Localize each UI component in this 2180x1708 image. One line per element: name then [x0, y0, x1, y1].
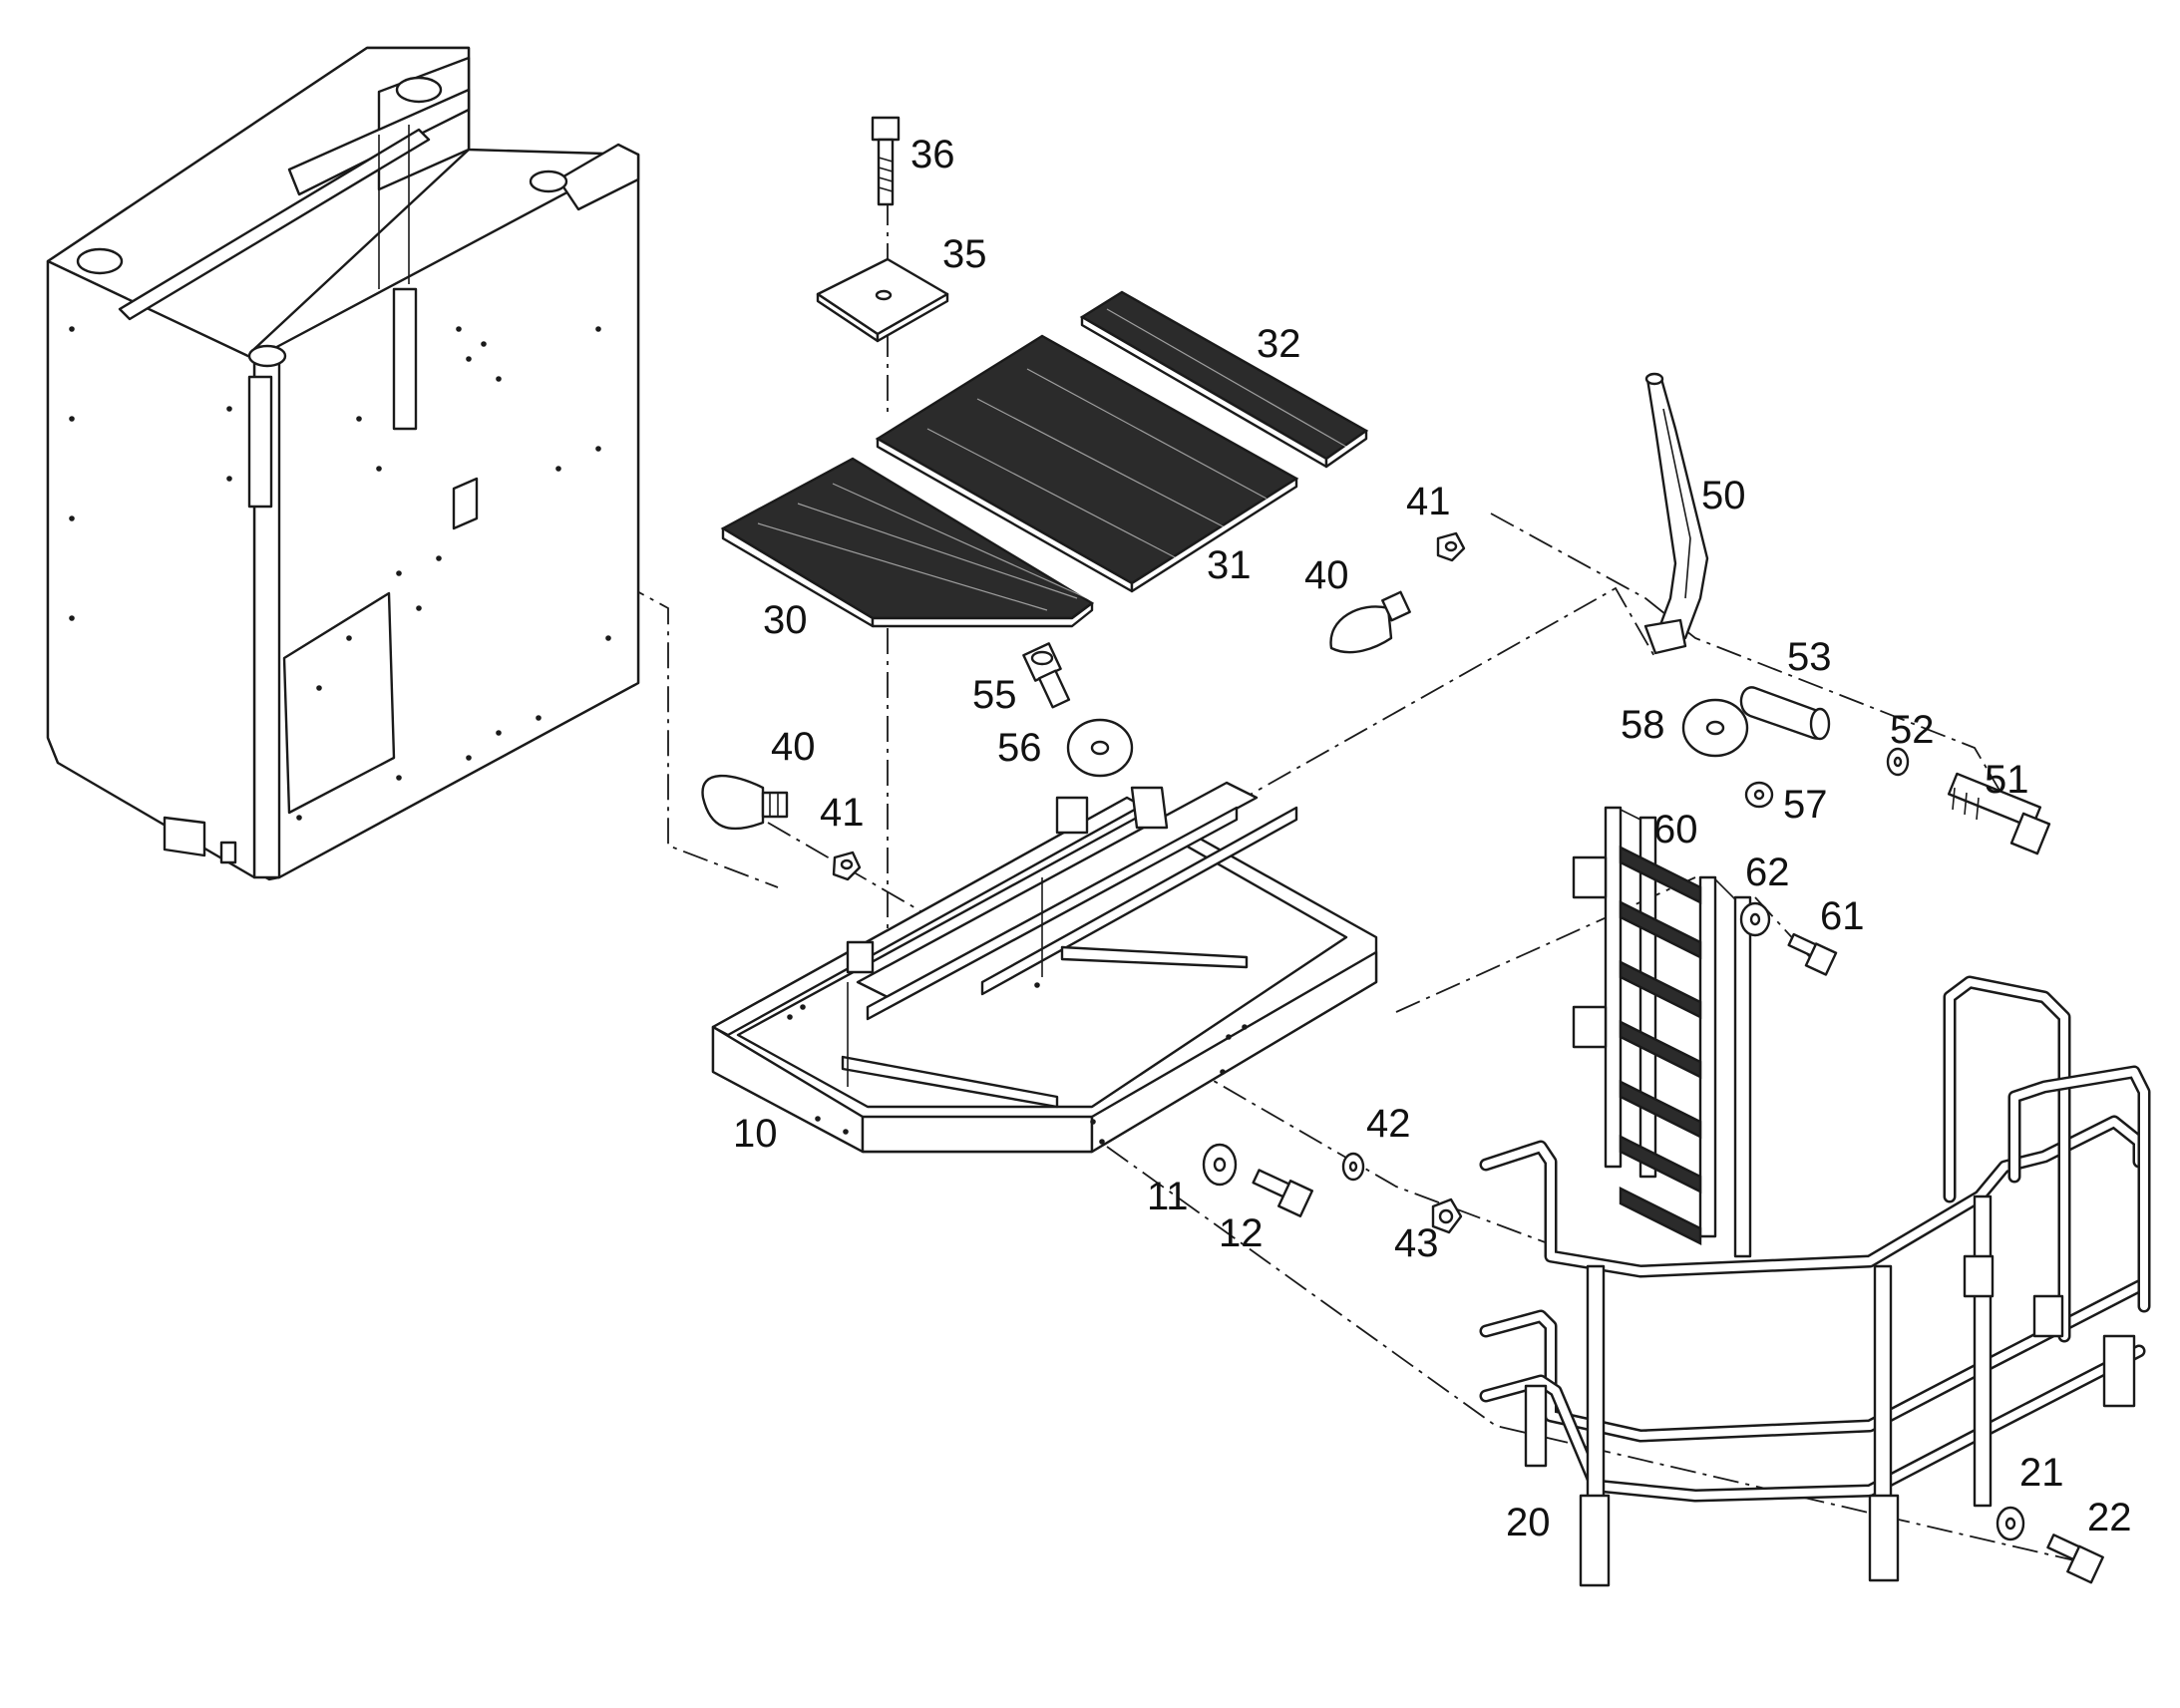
- nut-41-left: [832, 851, 862, 881]
- bolt-36: [871, 116, 901, 206]
- nut-41-right: [1436, 531, 1466, 562]
- callout-52: 52: [1890, 708, 1935, 752]
- callout-20: 20: [1506, 1501, 1551, 1544]
- washer-11: [1202, 1143, 1238, 1187]
- callout-41-right: 41: [1406, 480, 1451, 523]
- washer-21: [1996, 1506, 2025, 1541]
- callout-60: 60: [1653, 808, 1698, 852]
- callout-11: 11: [1147, 1175, 1189, 1218]
- callout-43: 43: [1394, 1221, 1439, 1265]
- sleeve-53: [1739, 686, 1831, 741]
- bolt-22: [2046, 1534, 2104, 1584]
- callout-31: 31: [1207, 543, 1252, 587]
- bolt-51: [1947, 772, 2051, 855]
- guard-rail-20: [1479, 975, 2151, 1587]
- cab-rivet-dots: [69, 326, 611, 821]
- ladder-60: [1572, 806, 1752, 1258]
- callout-10: 10: [733, 1112, 778, 1156]
- callout-57: 57: [1783, 783, 1828, 827]
- nut-43: [1431, 1197, 1463, 1234]
- callout-50: 50: [1701, 474, 1746, 517]
- plate-35: [816, 257, 949, 343]
- washer-62: [1739, 901, 1771, 937]
- washer-56: [1066, 718, 1134, 778]
- screw-55: [1022, 642, 1071, 709]
- grating-31: [875, 334, 1299, 593]
- grating-30: [720, 457, 1095, 628]
- callout-42: 42: [1366, 1102, 1411, 1146]
- callout-40-left: 40: [771, 725, 816, 769]
- grating-32: [1079, 290, 1369, 469]
- callout-36: 36: [910, 133, 955, 176]
- washer-57: [1744, 781, 1774, 809]
- callout-61: 61: [1820, 894, 1865, 938]
- callout-12: 12: [1219, 1211, 1264, 1255]
- platform-rivet-dots: [787, 982, 1248, 1145]
- bumper-40-right: [1329, 590, 1411, 654]
- callout-58: 58: [1621, 703, 1665, 747]
- callout-62: 62: [1745, 851, 1790, 894]
- callout-56: 56: [997, 726, 1042, 770]
- callout-35: 35: [942, 232, 987, 276]
- washer-52: [1886, 747, 1910, 777]
- bumper-40-left: [701, 774, 789, 831]
- bolt-12: [1252, 1169, 1313, 1217]
- callout-41-left: 41: [820, 791, 865, 835]
- washer-58: [1681, 698, 1749, 758]
- callout-53: 53: [1787, 635, 1832, 679]
- callout-22: 22: [2087, 1496, 2132, 1539]
- callout-55: 55: [972, 673, 1017, 717]
- callout-40-right: 40: [1304, 553, 1349, 597]
- callout-labels: 36 35 32 30 31 50 41 40 53 55 56 58 52 5…: [733, 133, 2132, 1544]
- cab-enclosure: [46, 46, 640, 881]
- callout-21: 21: [2019, 1451, 2064, 1495]
- callout-51: 51: [1985, 758, 2029, 802]
- callout-30: 30: [763, 598, 808, 642]
- callout-32: 32: [1257, 322, 1301, 366]
- platform-frame-10: [711, 781, 1378, 1154]
- handle-50: [1643, 372, 1709, 655]
- bolt-61: [1787, 932, 1838, 976]
- washer-42: [1341, 1152, 1365, 1182]
